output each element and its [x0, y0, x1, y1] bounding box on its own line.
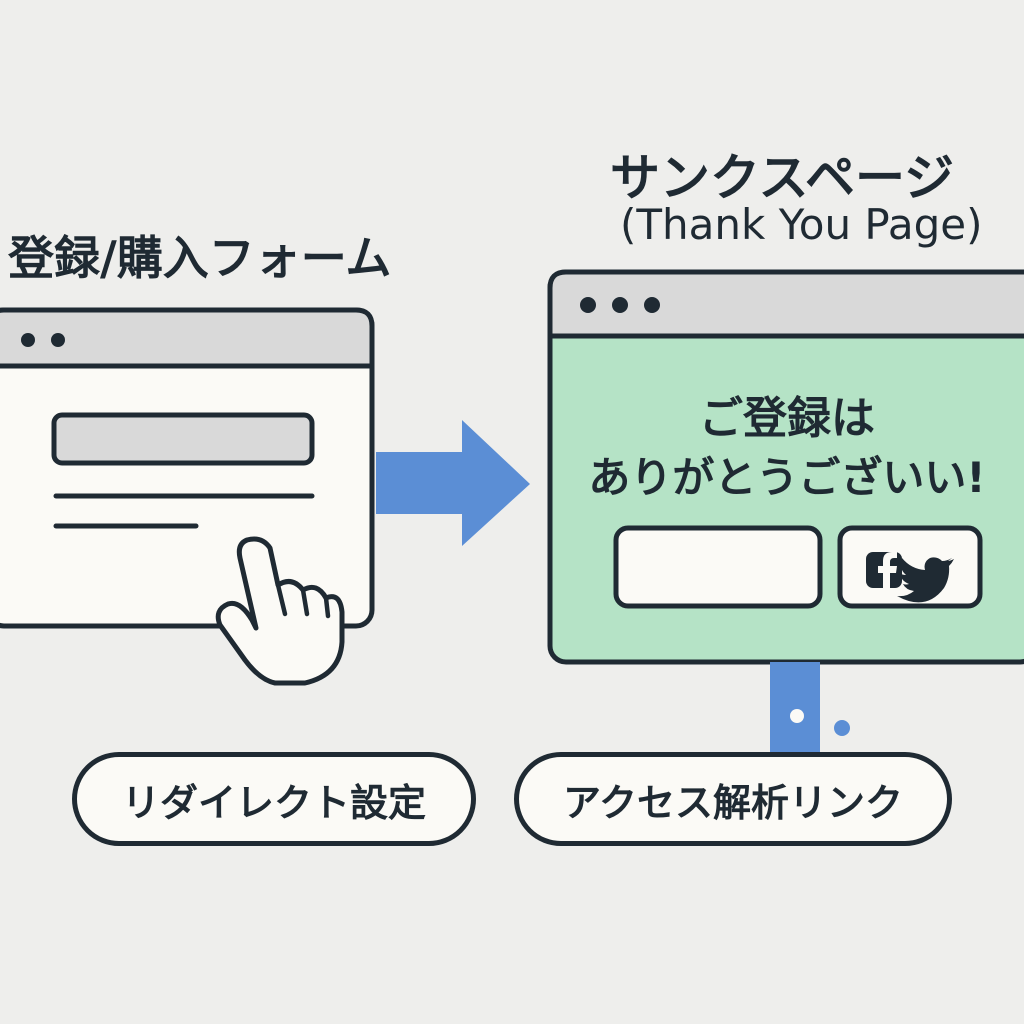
thank-you-message-line2: ありがとうございい!	[588, 453, 986, 502]
form-section-title: 登録/購入フォーム	[8, 231, 392, 285]
form-input-field	[51, 412, 315, 466]
window-dot	[612, 297, 628, 313]
arrow-right-icon	[376, 420, 530, 546]
thank-you-input-box	[613, 525, 823, 609]
thank-you-subtitle: (Thank You Page)	[620, 200, 983, 249]
twitter-icon	[897, 557, 954, 603]
thank-you-title: サンクスページ	[610, 149, 954, 207]
window-dot	[51, 333, 65, 347]
thank-you-message-line1: ご登録は	[699, 393, 875, 444]
connector-dot	[790, 709, 804, 723]
analytics-connector	[770, 662, 820, 752]
analytics-link-label: アクセス解析リンク	[514, 752, 952, 846]
window-dot	[580, 297, 596, 313]
connector-dot	[834, 720, 850, 736]
pointer-hand-icon	[215, 536, 345, 686]
thank-you-window	[547, 269, 1024, 665]
redirect-label: リダイレクト設定	[72, 752, 476, 846]
form-window	[0, 307, 375, 629]
window-dot	[644, 297, 660, 313]
facebook-icon	[866, 552, 902, 588]
window-dot	[21, 333, 35, 347]
